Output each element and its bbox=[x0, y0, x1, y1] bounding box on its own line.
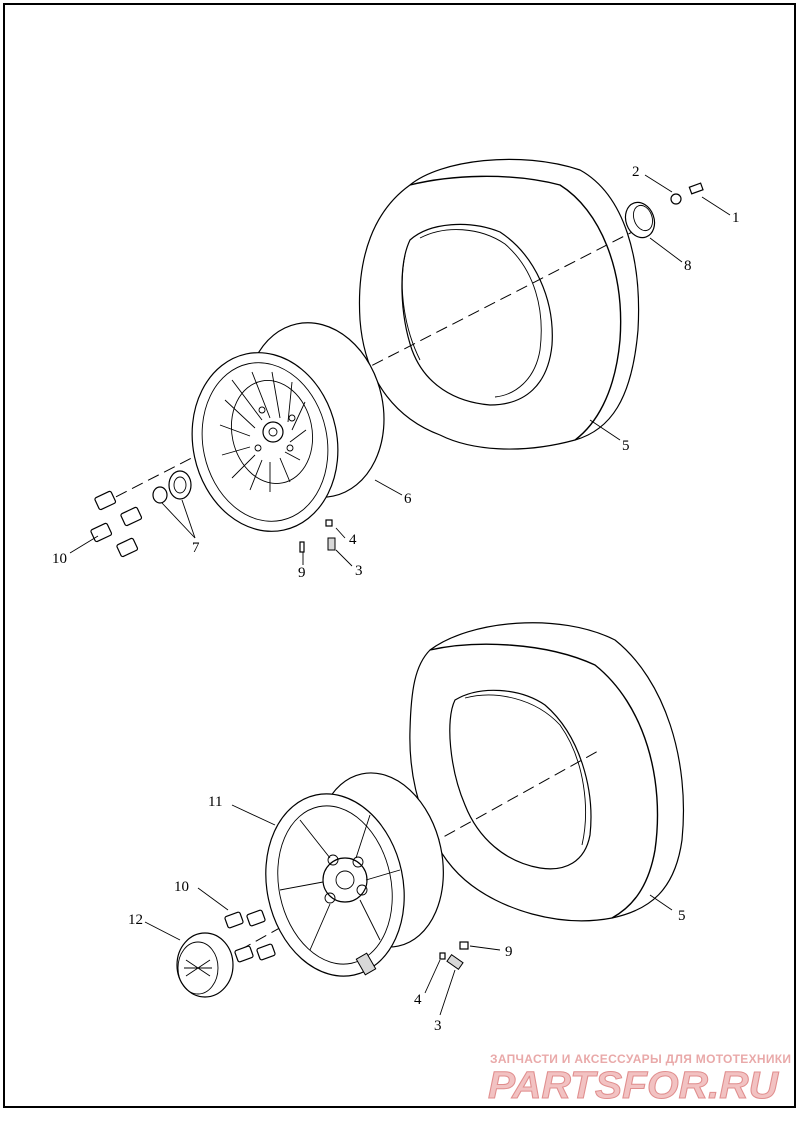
upper-tire bbox=[358, 158, 640, 450]
callout-3-lower: 3 bbox=[434, 1018, 442, 1034]
leader-lines bbox=[69, 174, 731, 1016]
callout-2: 2 bbox=[632, 164, 640, 180]
callout-labels: 1 2 8 5 6 4 3 9 7 10 11 10 12 5 9 4 3 bbox=[52, 164, 740, 1034]
diagram-frame bbox=[3, 3, 796, 1108]
callout-5-upper: 5 bbox=[622, 438, 630, 454]
callout-3-upper: 3 bbox=[355, 563, 363, 579]
callout-8: 8 bbox=[684, 258, 692, 274]
upper-axis-line bbox=[99, 227, 641, 506]
upper-valve-parts bbox=[299, 519, 336, 553]
callout-7: 7 bbox=[192, 540, 200, 556]
callout-10-upper: 10 bbox=[52, 551, 67, 567]
callout-10-lower: 10 bbox=[174, 879, 189, 895]
callout-11: 11 bbox=[208, 794, 222, 810]
callout-12: 12 bbox=[128, 912, 143, 928]
watermark-tagline: ЗАПЧАСТИ И АКСЕССУАРЫ ДЛЯ МОТОТЕХНИКИ bbox=[490, 1052, 791, 1066]
upper-washer bbox=[670, 193, 682, 205]
lower-valve-parts bbox=[439, 941, 469, 970]
watermark: ЗАПЧАСТИ И АКСЕССУАРЫ ДЛЯ МОТОТЕХНИКИ PA… bbox=[488, 1052, 792, 1108]
callout-9-upper: 9 bbox=[298, 565, 306, 581]
lower-center-cap bbox=[176, 932, 234, 998]
upper-hub-cap bbox=[624, 201, 656, 239]
upper-bearings bbox=[152, 470, 192, 504]
lower-tire bbox=[409, 622, 685, 922]
callout-9-lower: 9 bbox=[505, 944, 513, 960]
upper-wheel-rim bbox=[191, 322, 385, 532]
callout-5-lower: 5 bbox=[678, 908, 686, 924]
upper-lug-nuts bbox=[90, 490, 143, 558]
callout-4-upper: 4 bbox=[349, 532, 357, 548]
watermark-logo: PARTSFOR.RU bbox=[488, 1065, 780, 1107]
callout-1: 1 bbox=[732, 210, 740, 226]
callout-6: 6 bbox=[404, 491, 412, 507]
lower-lug-nuts bbox=[224, 909, 276, 963]
callout-4-lower: 4 bbox=[414, 992, 422, 1008]
upper-screw bbox=[688, 182, 704, 195]
lower-wheel-rim bbox=[265, 772, 444, 977]
